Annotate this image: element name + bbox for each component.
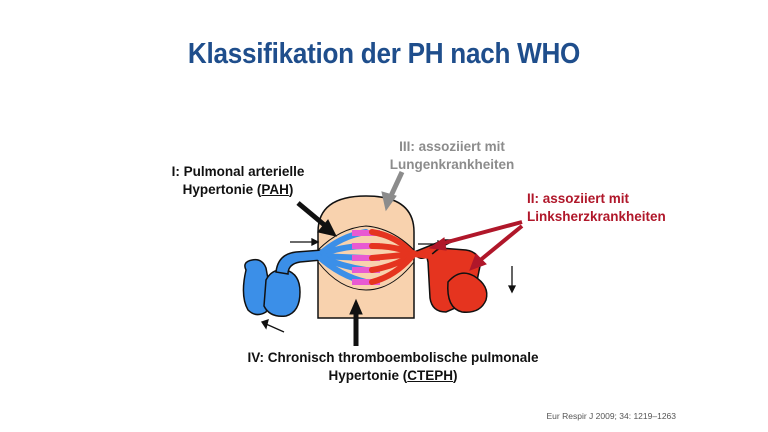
- lung-pointer-arrow: [381, 170, 405, 212]
- cteph-label-line1: IV: Chronisch thromboembolische pulmonal…: [247, 350, 539, 365]
- pulmonary-vein-branches: [369, 229, 433, 285]
- cteph-prefix: Hypertonie (: [328, 368, 408, 383]
- pah-abbreviation: PAH: [261, 182, 289, 197]
- pah-label-line1: I: Pulmonal arterielle: [171, 164, 305, 179]
- pah-prefix: Hypertonie (: [182, 182, 262, 197]
- left-heart: [413, 239, 488, 313]
- heart-label-line2: Linksherzkrankheiten: [527, 209, 666, 224]
- cteph-abbreviation: CTEPH: [407, 368, 454, 383]
- right-heart: [242, 249, 323, 318]
- heart-pointer-arrows: [428, 220, 524, 271]
- pah-suffix: ): [288, 182, 294, 197]
- heart-label-line1: II: assoziiert mit: [527, 191, 630, 206]
- cteph-suffix: ): [453, 368, 458, 383]
- pah-label-line2: Hypertonie (PAH): [138, 181, 338, 199]
- slide-title: Klassifikation der PH nach WHO: [187, 38, 581, 70]
- lung-disease-label: III: assoziiert mit Lungenkrankheiten: [372, 138, 532, 174]
- flow-arrows: [260, 237, 517, 333]
- pah-label: I: Pulmonal arterielle Hypertonie (PAH): [138, 163, 338, 199]
- lung-label-line1: III: assoziiert mit: [399, 139, 505, 154]
- reference-citation: Eur Respir J 2009; 34: 1219–1263: [546, 411, 676, 421]
- lung-label-line2: Lungenkrankheiten: [389, 157, 515, 172]
- pah-pointer-arrow: [296, 201, 337, 237]
- cteph-pointer-arrow: [349, 298, 363, 346]
- cteph-label: IV: Chronisch thromboembolische pulmonal…: [228, 349, 558, 385]
- left-heart-disease-label: II: assoziiert mit Linksherzkrankheiten: [527, 190, 727, 226]
- cteph-label-line2: Hypertonie (CTEPH): [228, 367, 558, 385]
